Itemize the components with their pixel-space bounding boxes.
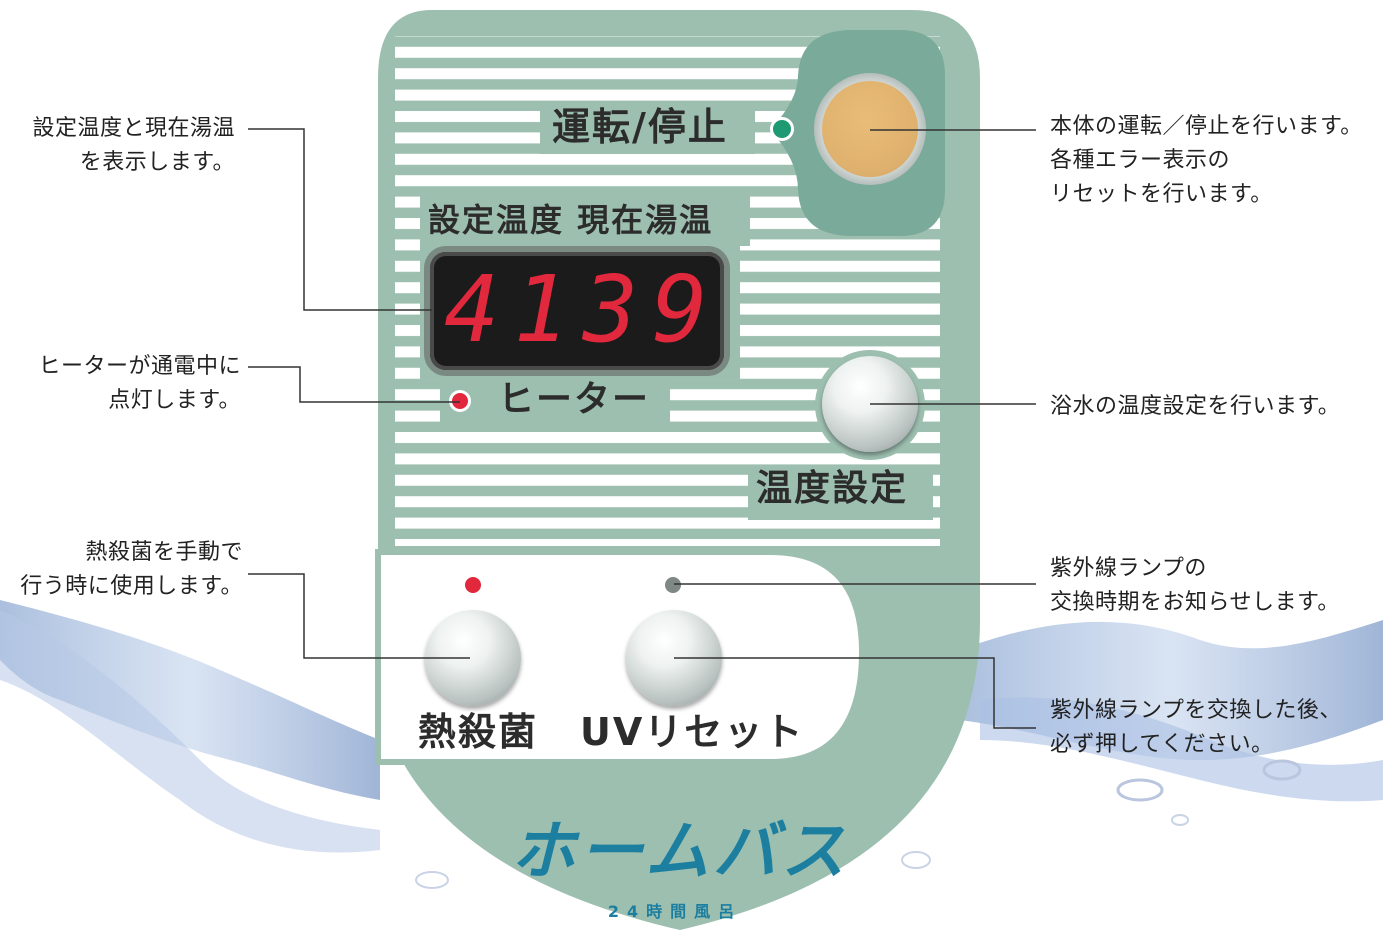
temp-set-button[interactable]	[822, 356, 918, 452]
callout-display: 設定温度と現在湯温 を表示します。	[32, 116, 235, 175]
uv-reset-button[interactable]	[626, 610, 722, 706]
uv-lamp-led-indicator	[665, 577, 681, 593]
sterilize-led-indicator	[465, 577, 481, 593]
temp-set-label: 温度設定	[756, 468, 909, 509]
run-stop-label: 運転/停止	[552, 105, 728, 149]
sterilize-button[interactable]	[425, 610, 521, 706]
heater-label: ヒーター	[498, 379, 651, 420]
run-stop-button-face	[822, 81, 918, 177]
run-stop-button[interactable]	[814, 73, 926, 185]
heater-led-indicator	[452, 393, 468, 409]
callout-temp-set: 浴水の温度設定を行います。	[1050, 394, 1341, 419]
sterilize-label: 熱殺菌	[418, 710, 539, 754]
callout-sterilize: 熱殺菌を手動で 行う時に使用します。	[20, 540, 243, 599]
temperature-display: 4139	[430, 252, 724, 370]
display-digits: 4139	[444, 256, 722, 363]
brand-subtitle: 24時間風呂	[607, 902, 743, 921]
callout-heater: ヒーターが通電中に 点灯します。	[38, 354, 241, 413]
run-led-indicator	[773, 120, 791, 138]
brand-logo: ホームバス	[510, 815, 850, 889]
display-header: 設定温度 現在湯温	[428, 201, 714, 239]
callout-run-stop: 本体の運転／停止を行います。 各種エラー表示の リセットを行います。	[1050, 114, 1363, 207]
callout-uv-reset: 紫外線ランプを交換した後、 必ず押してください。	[1050, 698, 1342, 757]
uv-reset-label: UVリセット	[580, 710, 805, 754]
callout-uv-lamp: 紫外線ランプの 交換時期をお知らせします。	[1050, 556, 1340, 615]
